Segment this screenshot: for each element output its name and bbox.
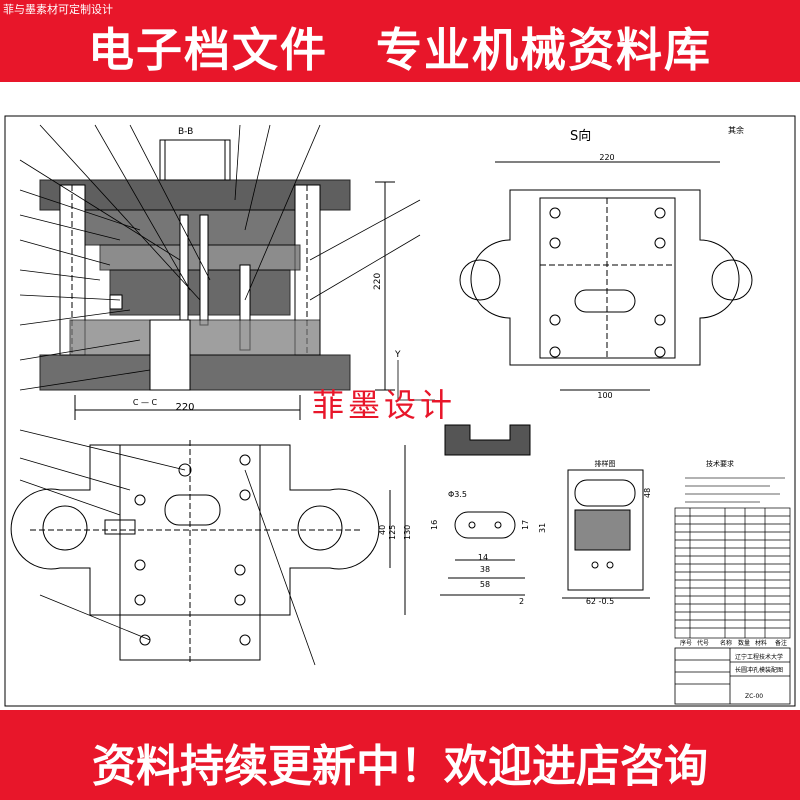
dim-220-top-right: 220 xyxy=(599,153,614,162)
title-block-school: 辽宁工程技术大学 xyxy=(735,653,783,661)
dim-14: 14 xyxy=(478,553,488,562)
top-banner: 菲与墨素材可定制设计 电子档文件 专业机械资料库 xyxy=(0,0,800,82)
bom-header-4: 材料 xyxy=(755,639,767,647)
bottom-banner-title: 资料持续更新中！欢迎进店咨询 xyxy=(92,741,708,792)
bom-header-1: 代号 xyxy=(697,639,709,647)
strip-layout-title: 排样图 xyxy=(595,459,616,468)
tech-req-title: 技术要求 xyxy=(706,459,734,468)
dim-220-bottom: 220 xyxy=(175,402,194,413)
dim-58: 58 xyxy=(480,580,490,589)
watermark: 菲墨设计 xyxy=(312,386,457,424)
dim-62: 62 -0.5 xyxy=(586,597,614,606)
title-block-name: 长圆冲孔模装配图 xyxy=(735,666,783,674)
y-axis-marker xyxy=(397,360,435,401)
main-section-view xyxy=(39,139,395,420)
plan-view xyxy=(10,440,406,665)
bom-table xyxy=(674,507,791,639)
bottom-banner: 资料持续更新中！欢迎进店咨询 xyxy=(0,710,800,800)
dim-48: 48 xyxy=(643,488,652,498)
view-label-right: 其余 xyxy=(728,125,744,135)
bom-header-2: 名称 xyxy=(720,639,732,647)
bom-header-3: 数量 xyxy=(738,639,750,647)
leader-lines-bottom xyxy=(19,429,316,666)
tech-req-lines xyxy=(685,477,785,503)
dim-100: 100 xyxy=(597,391,612,400)
dim-38: 38 xyxy=(480,565,490,574)
dim-2: 2 xyxy=(519,597,524,606)
dim-phi35: Φ3.5 xyxy=(448,490,467,499)
dim-220-height: 220 xyxy=(373,273,383,290)
s-view xyxy=(459,161,753,391)
bom-header-5: 备注 xyxy=(775,639,787,647)
title-block-code: ZC-00 xyxy=(745,693,763,700)
section-cc-label: C — C xyxy=(133,398,158,407)
s-view-title: S向 xyxy=(570,128,591,144)
banner-title: 电子档文件 专业机械资料库 xyxy=(88,23,712,77)
strip-layout-view xyxy=(562,469,650,599)
store-tag: 菲与墨素材可定制设计 xyxy=(3,3,113,16)
title-block xyxy=(674,647,791,705)
blank-part-view xyxy=(440,511,525,596)
y-axis-label: Y xyxy=(394,350,401,360)
bom-header-0: 序号 xyxy=(680,639,692,647)
dim-31: 31 xyxy=(538,523,547,533)
bom-header-row: 序号 代号 名称 数量 材料 备注 xyxy=(680,639,787,647)
u-channel-part xyxy=(444,424,531,456)
leader-lines-left xyxy=(19,124,421,391)
dim-17: 17 xyxy=(521,520,530,530)
dim-16: 16 xyxy=(430,520,439,530)
dim-130: 130 xyxy=(403,525,412,540)
section-bb-label: B-B xyxy=(178,127,193,137)
drawing-border xyxy=(4,115,796,707)
dim-40: 40 xyxy=(378,525,387,535)
dim-125: 125 xyxy=(388,525,397,540)
mechanical-drawing: B-B 220 C — C 220 S向 其余 220 100 Y xyxy=(4,115,796,707)
